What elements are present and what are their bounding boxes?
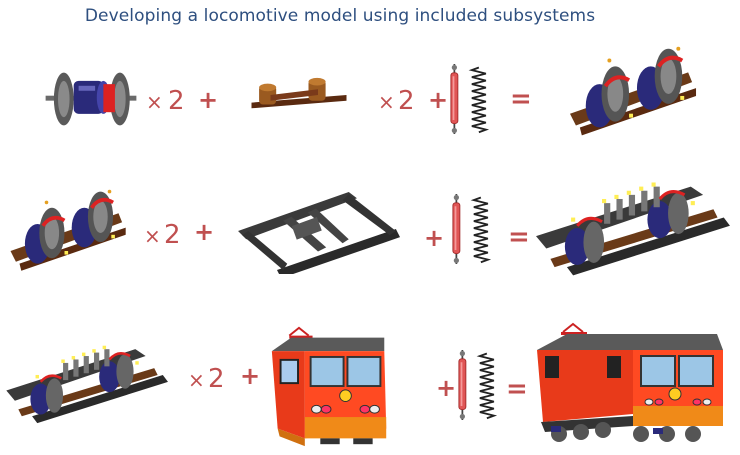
plus-sign: + [428, 86, 449, 114]
multiplier: 2 [168, 86, 185, 116]
wheelset-icon [42, 66, 140, 132]
plus-sign: + [424, 224, 445, 252]
equals-sign: = [510, 84, 532, 114]
car-body-icon [268, 324, 392, 450]
bogie-frame-icon [236, 188, 400, 274]
multiplier: 2 [398, 86, 415, 116]
damper-spring-icon [450, 194, 496, 264]
damper-spring-icon [448, 64, 494, 134]
multiplier: 2 [164, 220, 181, 250]
bogie-icon [536, 180, 732, 284]
bogie-frame-assembly-icon [8, 188, 130, 278]
plus-sign: + [436, 374, 457, 402]
times-sign: × [188, 368, 205, 392]
equals-sign: = [506, 374, 528, 404]
page-title: Developing a locomotive model using incl… [84, 6, 596, 26]
damper-spring-icon [456, 350, 502, 420]
plus-sign: + [198, 86, 219, 114]
plus-sign: + [194, 218, 215, 246]
plus-sign: + [240, 362, 261, 390]
locomotive-icon [534, 322, 730, 452]
multiplier: 2 [208, 364, 225, 394]
axle-box-beam-icon [250, 76, 348, 114]
times-sign: × [144, 224, 161, 248]
bogie-frame-assembly-icon [570, 44, 698, 144]
times-sign: × [146, 90, 163, 114]
times-sign: × [378, 90, 395, 114]
equals-sign: = [508, 222, 530, 252]
bogie-icon [6, 344, 170, 430]
